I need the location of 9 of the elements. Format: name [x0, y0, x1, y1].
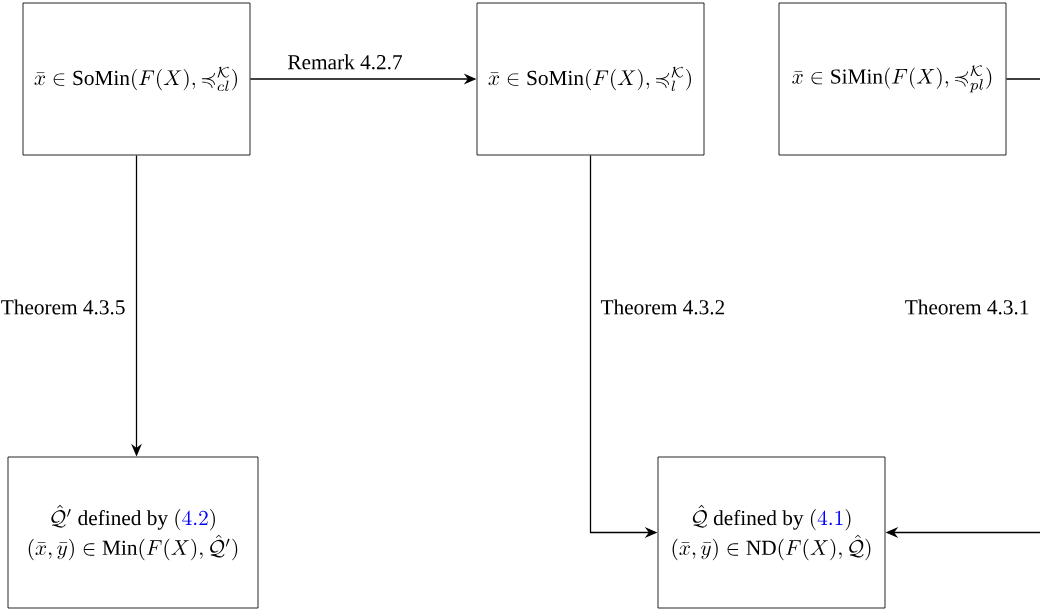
edge-label: Theorem 4.3.2 — [598, 297, 728, 317]
statement-box: $\bar{x} \in \mathrm{SiMin}(F(X), \preccurlyeq^{\mathcal{K}}_{pl})$ — [778, 2, 1007, 156]
edge-label: Remark 4.2.7 — [285, 52, 405, 72]
statement-box: $\bar{x} \in \mathrm{SoMin}(F(X), \preccurlyeq^{\mathcal{K}}_{cl})$ — [22, 2, 251, 156]
edge-label: Theorem 4.3.1 — [902, 297, 1032, 317]
statement-box: $\hat{\mathcal{Q}} \text{ defined by } (\textcolor{blue}{4.1})$ $(\bar{x}, \bar{y}) \in \mathrm{ND}(F(X), \hat{\mathcal{Q}})$ — [657, 456, 886, 609]
statement-box: $\hat{\mathcal{Q}}' \text{ defined by } (\textcolor{blue}{4.2})$ $(\bar{x}, \bar{y}) \in \mathrm{Min}(F(X), \hat{\mathcal{Q}}')$ — [7, 456, 259, 609]
edge-label: Theorem 4.3.5 — [0, 297, 128, 317]
statement-box: $\bar{x} \in \mathrm{SoMin}(F(X), \preccurlyeq^{\mathcal{K}}_{l})$ — [476, 2, 705, 156]
